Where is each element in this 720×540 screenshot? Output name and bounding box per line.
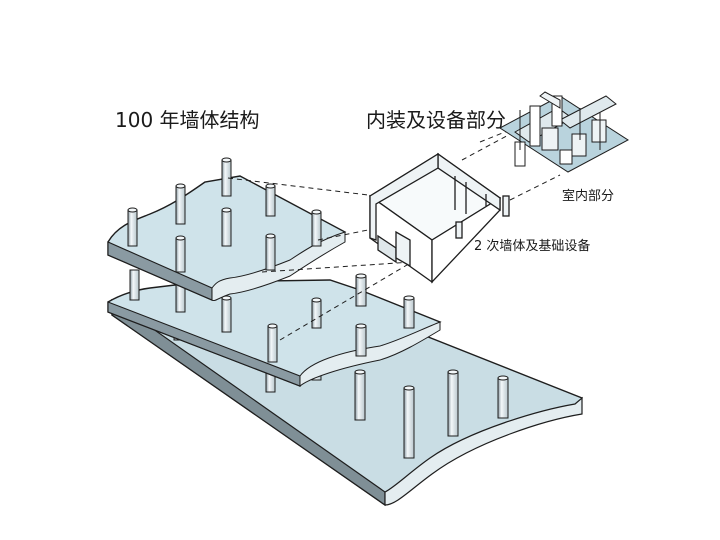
middle-columns (129, 269, 415, 363)
column (265, 233, 276, 271)
interior-equipment-label: 内装及设备部分 (366, 108, 506, 132)
column (127, 207, 138, 247)
column (354, 369, 366, 421)
interior-part-block (499, 91, 629, 173)
column (265, 183, 276, 217)
column (447, 369, 459, 437)
column (403, 295, 415, 329)
column (355, 273, 367, 307)
column (221, 207, 232, 247)
column (175, 235, 186, 273)
column (311, 209, 322, 247)
structure-label: 100 年墙体结构 (115, 108, 260, 132)
column (403, 385, 415, 459)
column (311, 297, 322, 329)
interior-part-label: 室内部分 (562, 188, 614, 204)
secondary-wall-enclosure (368, 152, 510, 284)
column (497, 375, 509, 419)
column (267, 323, 278, 363)
secondary-walls-label: 2 次墙体及基础设备 (474, 238, 590, 254)
column (129, 269, 140, 301)
column (175, 183, 186, 225)
column (355, 323, 367, 357)
column (221, 295, 232, 333)
top-columns (127, 157, 322, 273)
column (221, 157, 232, 197)
